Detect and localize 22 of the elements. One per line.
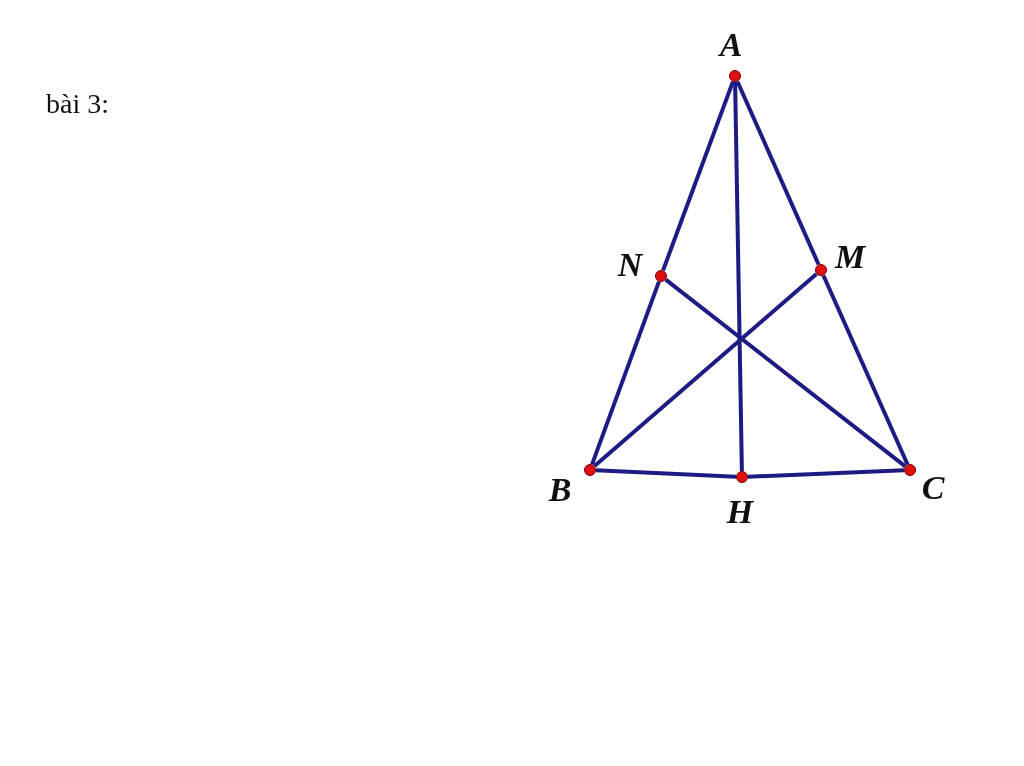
point-label: C [921,471,945,505]
point-dot [584,464,596,476]
point-dot [815,264,827,276]
line-segment [664,278,907,468]
point-label: N [617,248,643,282]
point-label: A [719,28,743,62]
point-dot [655,270,667,282]
line-segment [593,272,818,468]
exercise-label: bài 3: [46,88,109,120]
line-segment [747,468,905,479]
line-segment [595,468,737,479]
point-dot [904,464,916,476]
line-segment [661,80,735,272]
point-label: B [548,473,572,507]
point-label: H [726,495,754,529]
line-segment [821,274,910,466]
point-dot [736,471,748,483]
point-dot [729,70,741,82]
line-segment [590,280,661,466]
line-segment [735,80,821,266]
line-segment [733,81,744,472]
point-label: M [834,240,866,274]
